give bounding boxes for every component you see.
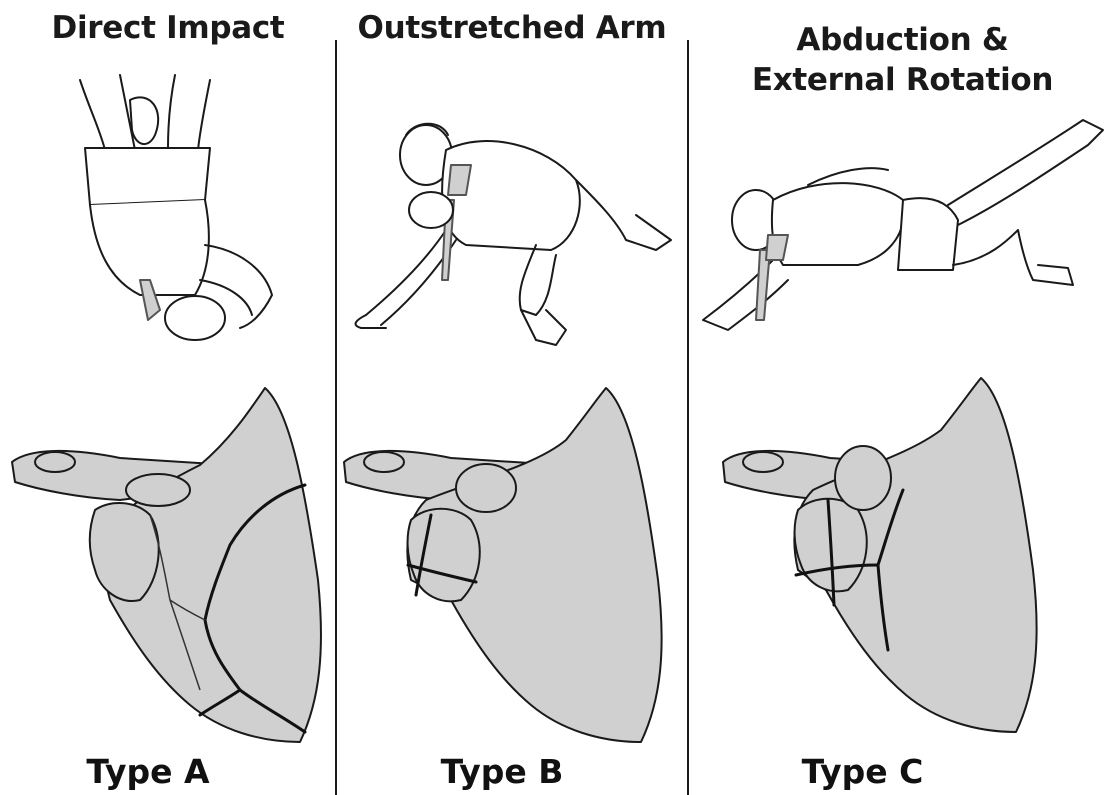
mechanism-title: Direct Impact [0, 8, 336, 48]
panel-direct-impact: Direct Impact [0, 0, 336, 795]
fracture-type-label: Type A [0, 752, 336, 791]
scapula-fracture-type-a [0, 370, 336, 755]
mechanism-title: Outstretched Arm [336, 8, 688, 48]
panel-outstretched-arm: Outstretched Arm [336, 0, 688, 795]
athlete-illustration-abduction [688, 70, 1117, 360]
mechanism-title-line1: Abduction & [688, 20, 1117, 60]
scapula-fracture-type-b [336, 370, 688, 755]
athlete-illustration-direct-impact [0, 70, 336, 350]
athlete-illustration-outstretched-arm [336, 70, 688, 370]
fracture-type-label: Type C [608, 752, 1117, 791]
scapula-fracture-type-c [688, 370, 1117, 755]
panel-abduction-external-rotation: Abduction & External Rotation [688, 0, 1117, 795]
